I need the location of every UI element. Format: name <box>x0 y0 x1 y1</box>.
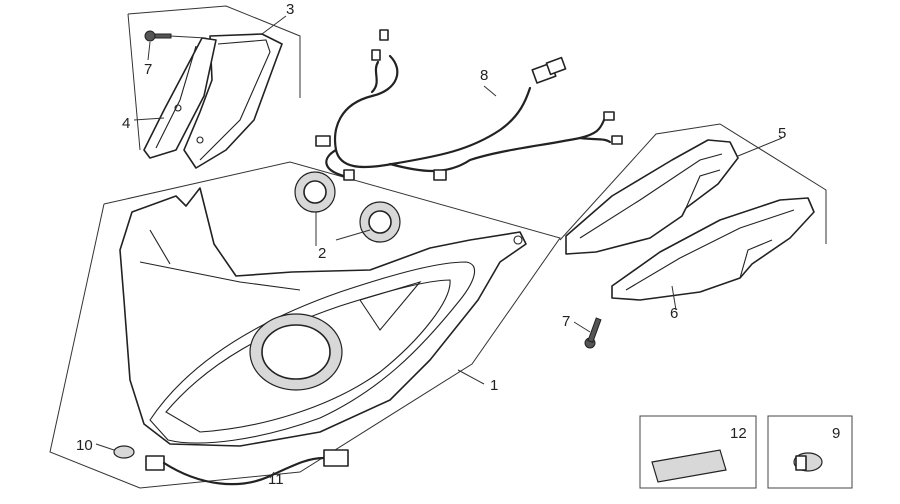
position-bulb <box>113 445 135 459</box>
callout-2: 2 <box>318 245 326 262</box>
callout-7-right: 7 <box>562 313 570 330</box>
headlight-housing <box>119 187 527 447</box>
front-cover-assembly <box>143 33 283 169</box>
callout-labels: 1 2 3 4 5 6 7 7 8 9 10 11 12 <box>76 1 840 488</box>
callout-5: 5 <box>778 125 786 142</box>
callout-7-top: 7 <box>144 61 152 78</box>
screw-right <box>584 317 602 349</box>
group-outline-side-panel <box>559 123 827 244</box>
screw-top <box>144 30 172 42</box>
callout-4: 4 <box>122 115 130 132</box>
leader-lines <box>95 15 783 479</box>
side-panel-upper <box>565 139 739 255</box>
callout-6: 6 <box>670 305 678 322</box>
side-panel-lower <box>611 197 815 301</box>
wiring-harness <box>315 29 623 181</box>
callout-11: 11 <box>268 471 284 488</box>
callout-1: 1 <box>490 377 498 394</box>
callout-3: 3 <box>286 1 294 18</box>
bulb-seals <box>294 171 401 243</box>
socket-lead <box>145 449 349 486</box>
group-outline-front-cover <box>127 5 301 151</box>
box-part-12 <box>639 415 757 489</box>
callout-8: 8 <box>480 67 488 84</box>
callout-9: 9 <box>832 425 840 442</box>
group-outline-headlight <box>49 161 561 489</box>
box-part-9 <box>767 415 853 489</box>
callout-12: 12 <box>730 425 747 442</box>
callout-10: 10 <box>76 437 93 454</box>
